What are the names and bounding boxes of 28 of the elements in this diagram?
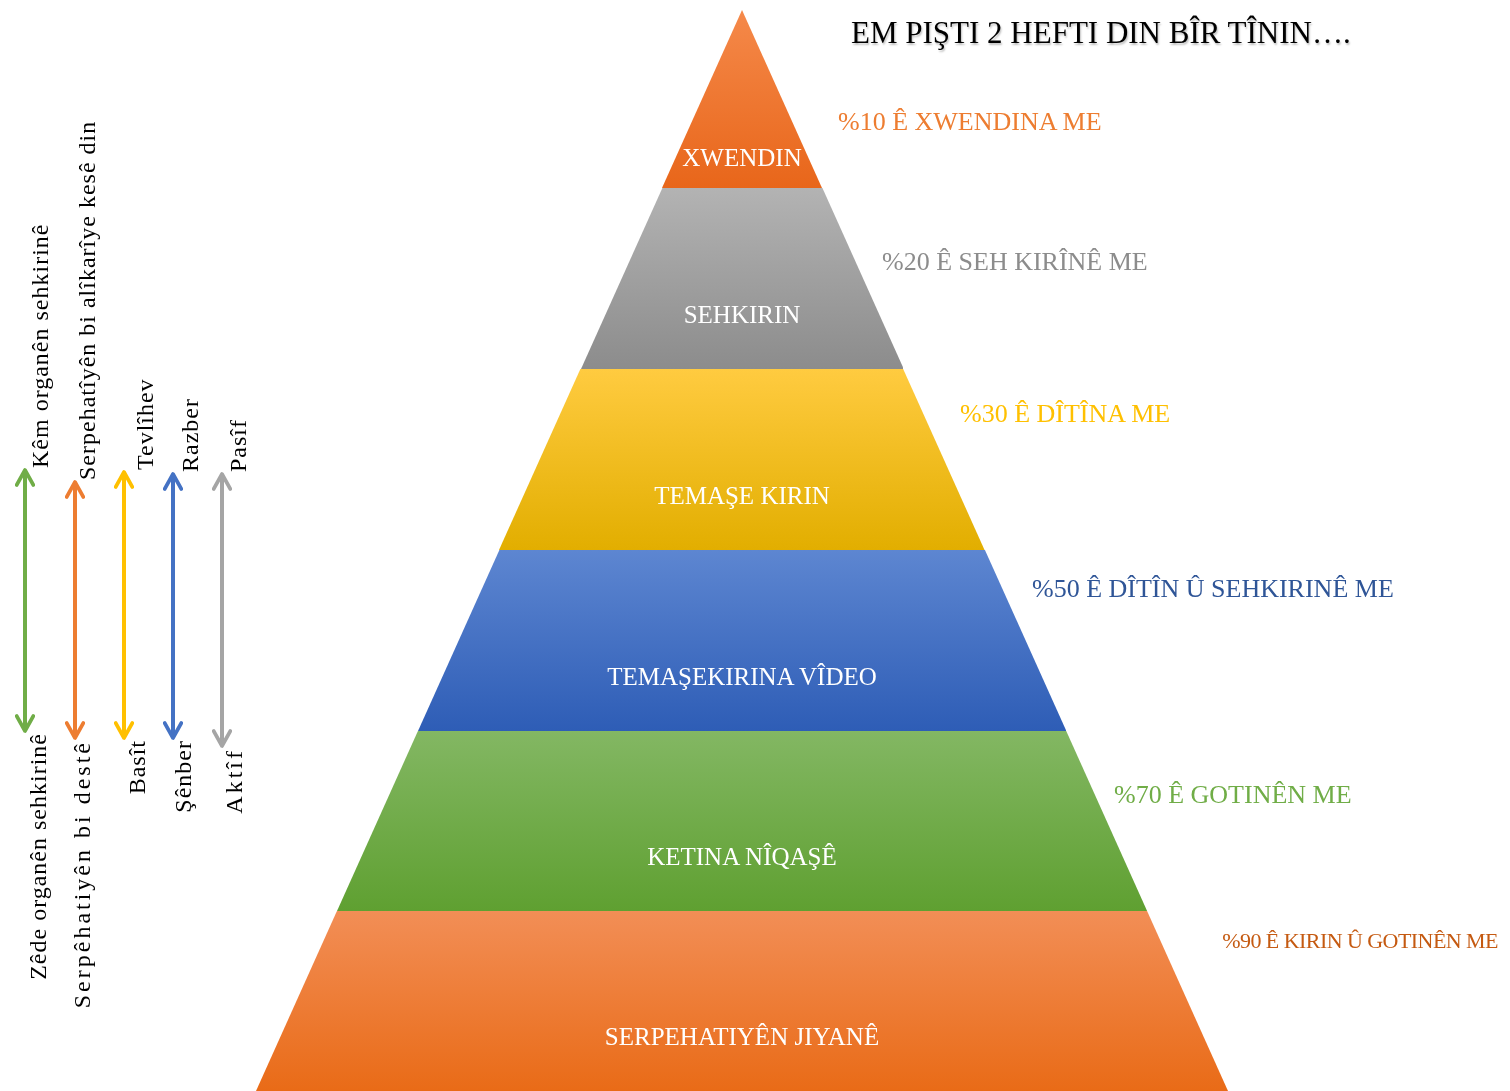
rotated-label: Aktîf	[222, 748, 246, 814]
rotated-label: Şênber	[171, 740, 195, 813]
tier-label: SEHKIRIN	[683, 299, 801, 330]
percentage-label: %70 Ê GOTINÊN ME	[1114, 778, 1352, 811]
rotated-label: Serpêhatiyên bi destê	[70, 740, 94, 1009]
double-arrow	[162, 472, 184, 740]
tier-label: TEMAŞE KIRIN	[654, 480, 830, 511]
double-arrow	[211, 472, 233, 748]
double-arrow	[64, 480, 86, 740]
rotated-label: Tevlîhev	[133, 378, 157, 470]
double-arrow	[113, 470, 135, 740]
tier-label: XWENDIN	[682, 143, 802, 173]
tier-label: KETINA NÎQAŞÊ	[647, 842, 837, 873]
rotated-label: Serpehatîyên bi alîkarîye kesê din	[75, 120, 99, 480]
double-arrow	[14, 468, 36, 733]
percentage-label: %50 Ê DÎTÎN Û SEHKIRINÊ ME	[1032, 572, 1394, 605]
percentage-label: %10 Ê XWENDINA ME	[838, 105, 1102, 138]
rotated-label: Basît	[125, 740, 149, 795]
rotated-label: Pasîf	[226, 419, 250, 472]
rotated-label: Kêm organên sehkirinê	[28, 223, 52, 468]
tier-label: TEMAŞEKIRINA VÎDEO	[607, 661, 877, 692]
percentage-label: %30 Ê DÎTÎNA ME	[960, 397, 1171, 430]
tier-label: SERPEHATIYÊN JIYANÊ	[604, 1022, 880, 1053]
rotated-label: Zêde organên sehkirinê	[26, 733, 50, 980]
percentage-label: %90 Ê KIRIN Û GOTINÊN ME	[1222, 926, 1498, 955]
title: EM PIŞTI 2 HEFTI DIN BÎR TÎNIN….	[851, 14, 1351, 52]
percentage-label: %20 Ê SEH KIRÎNÊ ME	[882, 245, 1148, 278]
rotated-label: Razber	[178, 398, 202, 472]
